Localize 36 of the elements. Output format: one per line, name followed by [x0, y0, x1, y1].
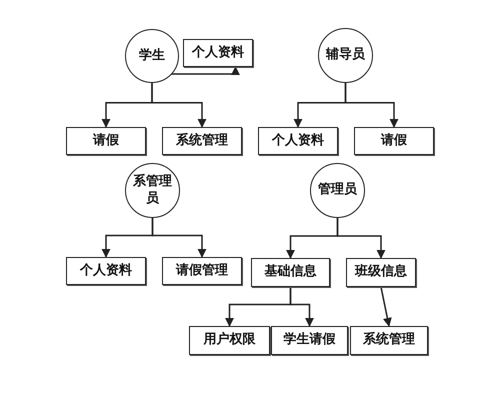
- module-box: [183, 39, 253, 67]
- arrow: [170, 66, 240, 76]
- node-label: 个人资料: [272, 132, 324, 150]
- node-label: 请假: [93, 132, 119, 150]
- node-label: 辅导员: [324, 47, 366, 64]
- module-box: [258, 127, 338, 155]
- node-label: 管理员: [317, 182, 358, 199]
- module-box: [271, 326, 348, 355]
- node-label: 请假管理: [176, 262, 228, 280]
- arrow: [344, 83, 398, 128]
- node-label: 系统管理: [363, 332, 415, 349]
- node-label: 基础信息: [264, 264, 316, 281]
- node-label: 班级信息: [355, 264, 407, 281]
- module-box: [162, 257, 242, 285]
- node-label: 个人资料: [192, 44, 244, 62]
- role-circle: [125, 29, 179, 83]
- node-label: 学生: [138, 48, 166, 64]
- module-box: [66, 127, 146, 155]
- module-box: [162, 127, 242, 155]
- module-box: [350, 326, 428, 355]
- module-box: [346, 258, 416, 287]
- arrow: [380, 286, 392, 327]
- arrow: [151, 83, 206, 128]
- node-label: 请假: [381, 132, 407, 150]
- node-label: 个人资料: [80, 262, 132, 280]
- node-label: 用户权限: [204, 332, 256, 349]
- module-box: [354, 127, 434, 155]
- arrow: [152, 218, 206, 258]
- arrow: [336, 218, 386, 259]
- module-box: [66, 257, 146, 285]
- module-box: [189, 326, 270, 355]
- node-label: 系管理员: [132, 174, 173, 208]
- node-label: 学生请假: [284, 332, 336, 349]
- module-box: [251, 258, 330, 287]
- arrow: [290, 287, 314, 327]
- node-label: 系统管理: [176, 132, 228, 150]
